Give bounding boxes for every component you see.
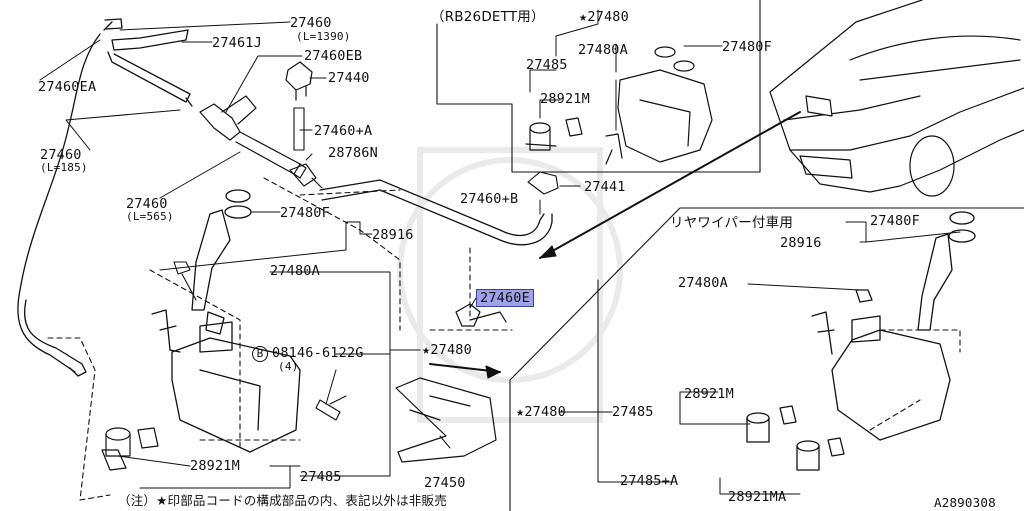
joint-27460eb (199, 95, 307, 179)
inset-frame (436, 0, 761, 173)
clip-27460e (455, 303, 507, 327)
rear-part-28921ma[interactable]: 28921MA (728, 489, 787, 505)
bolt-08146 (315, 395, 347, 421)
part-28916[interactable]: 28916 (372, 227, 414, 243)
bracket-27450 (395, 377, 497, 463)
rear-part-27485a[interactable]: 27485+A (620, 473, 679, 489)
part-27460-top[interactable]: 27460 (290, 15, 332, 31)
part-27460-mid-length: (L=185) (40, 161, 88, 174)
inset-part-27480f[interactable]: 27480F (722, 39, 772, 55)
part-27460-low[interactable]: 27460 (126, 196, 168, 212)
leader-lines (39, 9, 961, 495)
part-27440[interactable]: 27440 (328, 70, 370, 86)
bolt-b-marker: B (252, 346, 268, 362)
part-27460a[interactable]: 27460+A (314, 123, 373, 139)
part-27461j[interactable]: 27461J (212, 35, 262, 51)
part-27460-top-length: (L=1390) (296, 30, 351, 43)
pump-left (101, 427, 159, 471)
inset-tank (525, 46, 713, 165)
part-27460e-highlighted[interactable]: 27460E (476, 289, 534, 307)
bolt-top (173, 261, 197, 301)
part-27450[interactable]: 27450 (424, 475, 466, 491)
part-27441[interactable]: 27441 (584, 179, 626, 195)
rear-tank (746, 211, 976, 471)
rear-part-28916[interactable]: 28916 (780, 235, 822, 251)
nozzle-27441 (527, 171, 559, 195)
dashed-lead-left (47, 337, 111, 501)
car-illustration (769, 0, 1024, 197)
part-28786n[interactable]: 28786N (328, 145, 378, 161)
long-hose (17, 18, 123, 377)
inset-part-27485[interactable]: 27485 (526, 57, 568, 73)
rear-part-27480f[interactable]: 27480F (870, 213, 920, 229)
nozzle-27440 (285, 61, 313, 101)
part-27460-mid[interactable]: 27460 (40, 147, 82, 163)
part-08146-6122g[interactable]: 08146-6122G (272, 345, 364, 361)
hose-27461j (107, 29, 193, 107)
footer-note: （注）★印部品コードの構成部品の内、表記以外は非販売 (118, 493, 447, 508)
part-27460ea[interactable]: 27460EA (38, 79, 97, 95)
rear-part-27480a[interactable]: 27480A (678, 275, 728, 291)
hose-27460a (293, 107, 305, 151)
part-28921m[interactable]: 28921M (190, 458, 240, 474)
valve-28786n (289, 163, 323, 189)
main-tank (151, 189, 301, 453)
part-08146-qty: (4) (278, 360, 299, 373)
inset-part-27480a[interactable]: 27480A (578, 42, 628, 58)
rear-wiper-label: リヤワイパー付車用 (670, 215, 794, 231)
part-27460eb[interactable]: 27460EB (304, 48, 363, 64)
dashed-guides (263, 177, 513, 331)
variant-label: （RB26DETT用） (431, 9, 545, 25)
inset-part-28921m[interactable]: 28921M (540, 91, 590, 107)
diagram-code: A2890308 (934, 495, 996, 510)
watermark (397, 147, 623, 423)
part-27460-low-length: (L=565) (126, 210, 174, 223)
part-27480-star[interactable]: ★27480 (422, 342, 472, 358)
rear-part-28921m[interactable]: 28921M (684, 386, 734, 402)
part-27480a[interactable]: 27480A (270, 263, 320, 279)
variant-part-number: ★27480 (579, 9, 629, 25)
part-27485[interactable]: 27485 (300, 469, 342, 485)
rear-part-27480-star[interactable]: ★27480 (516, 404, 566, 420)
part-27480f[interactable]: 27480F (280, 205, 330, 221)
rear-wiper-divider (509, 207, 1024, 511)
part-27460b[interactable]: 27460+B (460, 191, 519, 207)
hose-27460b (319, 179, 553, 246)
rear-part-27485[interactable]: 27485 (612, 404, 654, 420)
